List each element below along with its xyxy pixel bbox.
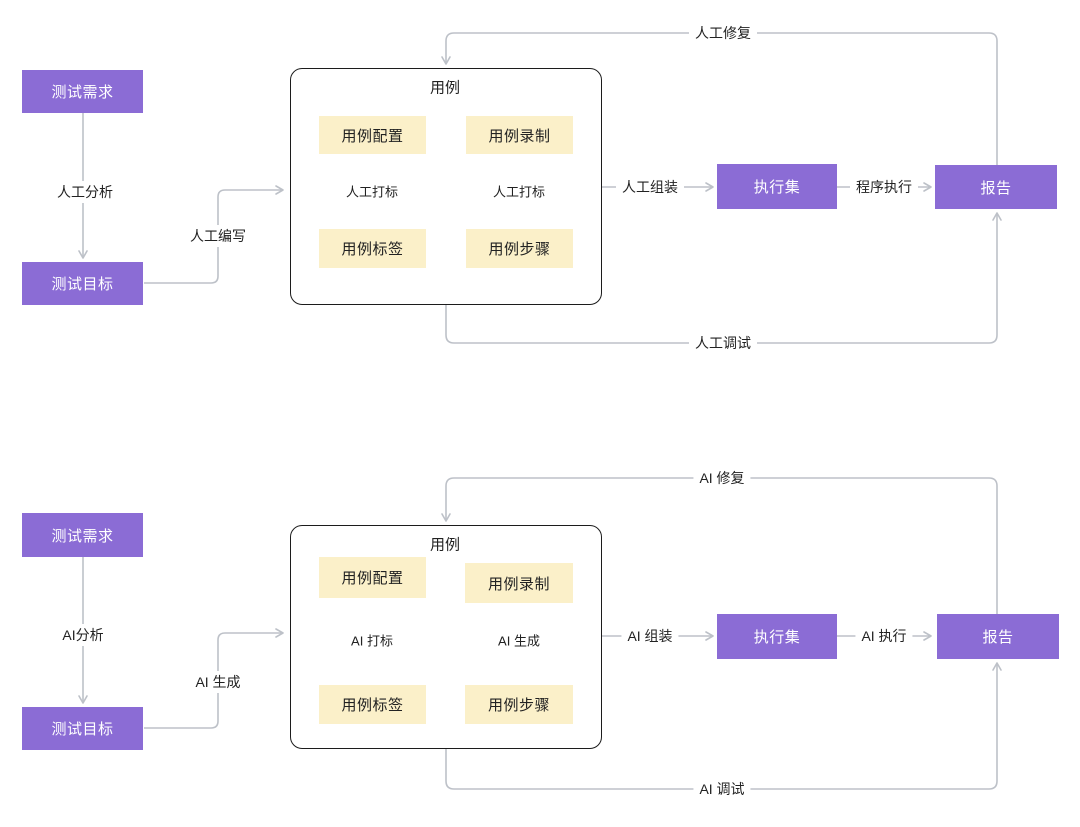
use-case-container-title-ai: 用例 xyxy=(421,533,469,555)
node-case-tag-ai: 用例标签 xyxy=(319,685,426,724)
edge-label-ai-assemble: AI 组装 xyxy=(621,625,679,647)
edge-label-ai-debug: AI 调试 xyxy=(693,778,751,800)
node-case-record-ai: 用例录制 xyxy=(465,563,573,603)
node-test-requirements-ai: 测试需求 xyxy=(22,513,143,557)
edge-label-manual-repair: 人工修复 xyxy=(689,22,757,44)
edge-label-ai-mark-left: AI 打标 xyxy=(346,629,398,651)
use-case-container-title-manual: 用例 xyxy=(421,76,469,98)
node-test-requirements-manual: 测试需求 xyxy=(22,70,143,113)
node-case-config-ai: 用例配置 xyxy=(319,557,426,598)
edge-label-manual-mark-right: 人工打标 xyxy=(487,180,551,202)
node-case-tag-manual: 用例标签 xyxy=(319,229,426,268)
node-case-step-manual: 用例步骤 xyxy=(466,229,573,268)
edge-label-ai-write: AI 生成 xyxy=(189,671,247,693)
edge-label-manual-mark-left: 人工打标 xyxy=(340,180,404,202)
node-execution-set-ai: 执行集 xyxy=(717,614,837,659)
edge-label-manual-execute: 程序执行 xyxy=(850,176,918,198)
edge-label-ai-repair: AI 修复 xyxy=(693,467,751,489)
node-test-goal-manual: 测试目标 xyxy=(22,262,143,305)
edge-label-manual-write: 人工编写 xyxy=(184,225,252,247)
use-case-container-manual xyxy=(290,68,602,305)
node-test-goal-ai: 测试目标 xyxy=(22,707,143,750)
node-case-config-manual: 用例配置 xyxy=(319,116,426,154)
edge-label-manual-debug: 人工调试 xyxy=(689,332,757,354)
node-report-manual: 报告 xyxy=(935,165,1057,209)
edge-label-manual-assemble: 人工组装 xyxy=(616,176,684,198)
edge-label-ai-analyze: AI分析 xyxy=(56,624,110,646)
node-case-step-ai: 用例步骤 xyxy=(465,685,573,724)
node-report-ai: 报告 xyxy=(937,614,1059,659)
edge-label-ai-mark-right: AI 生成 xyxy=(493,629,545,651)
edge-label-manual-analyze: 人工分析 xyxy=(51,181,119,203)
node-case-record-manual: 用例录制 xyxy=(466,116,573,154)
node-execution-set-manual: 执行集 xyxy=(717,164,837,209)
edge-label-ai-execute: AI 执行 xyxy=(855,625,913,647)
